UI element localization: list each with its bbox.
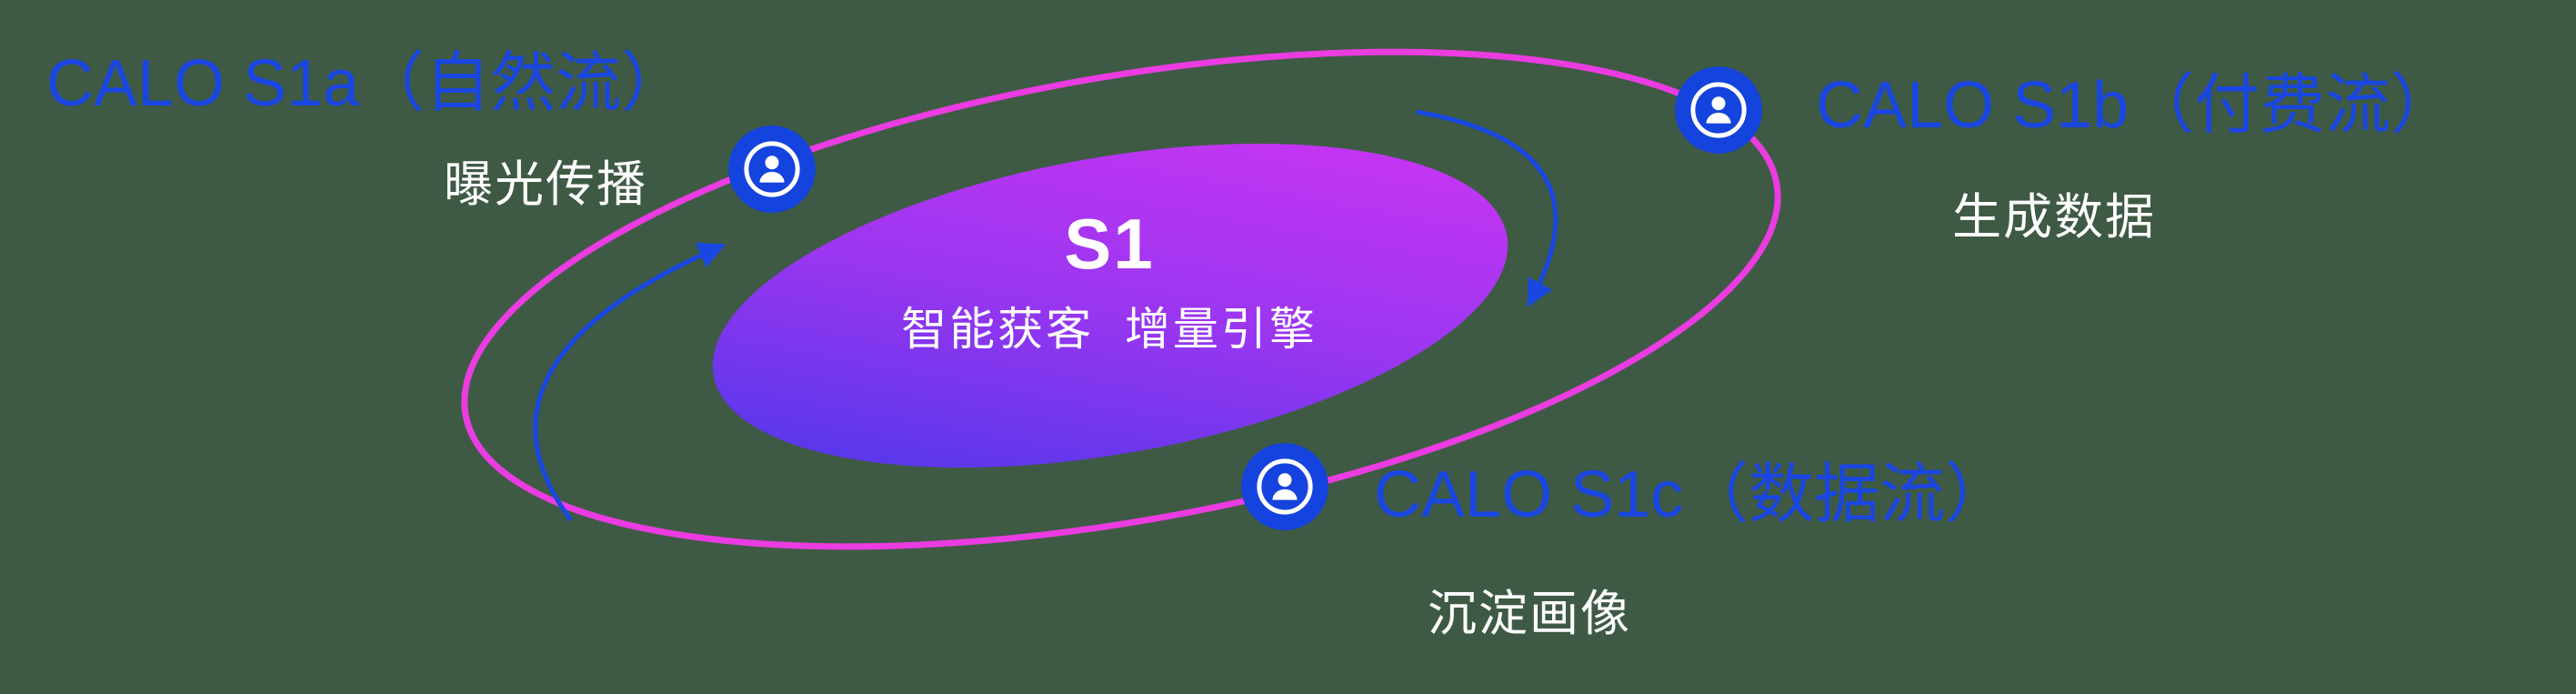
user-icon-s1c (1239, 441, 1330, 532)
user-icon-s1a (727, 124, 817, 215)
sublabel-calo-s1b: 生成数据 (1952, 190, 2156, 245)
flow-arrow-right (1416, 109, 1559, 307)
orbit-ellipse (461, 48, 1781, 550)
label-calo-s1c: CALO S1c（数据流） (1374, 458, 2011, 531)
label-calo-s1b: CALO S1b（付费流） (1816, 69, 2457, 142)
core-subtitle: 智能获客 增量引擎 (901, 303, 1318, 355)
sublabel-calo-s1c: 沉淀画像 (1428, 587, 1631, 641)
core-title: S1 (1064, 204, 1155, 284)
core-label-group: S1 智能获客 增量引擎 (837, 204, 1382, 358)
user-icon-s1b (1673, 65, 1764, 156)
user-icon (1241, 443, 1328, 530)
user-icon (1675, 66, 1762, 154)
label-calo-s1a: CALO S1a（自然流） (46, 47, 687, 120)
flow-arrow-left (533, 242, 727, 522)
user-icon (728, 126, 816, 213)
core-ellipse (712, 143, 1509, 468)
sublabel-calo-s1a: 曝光传播 (444, 157, 647, 212)
